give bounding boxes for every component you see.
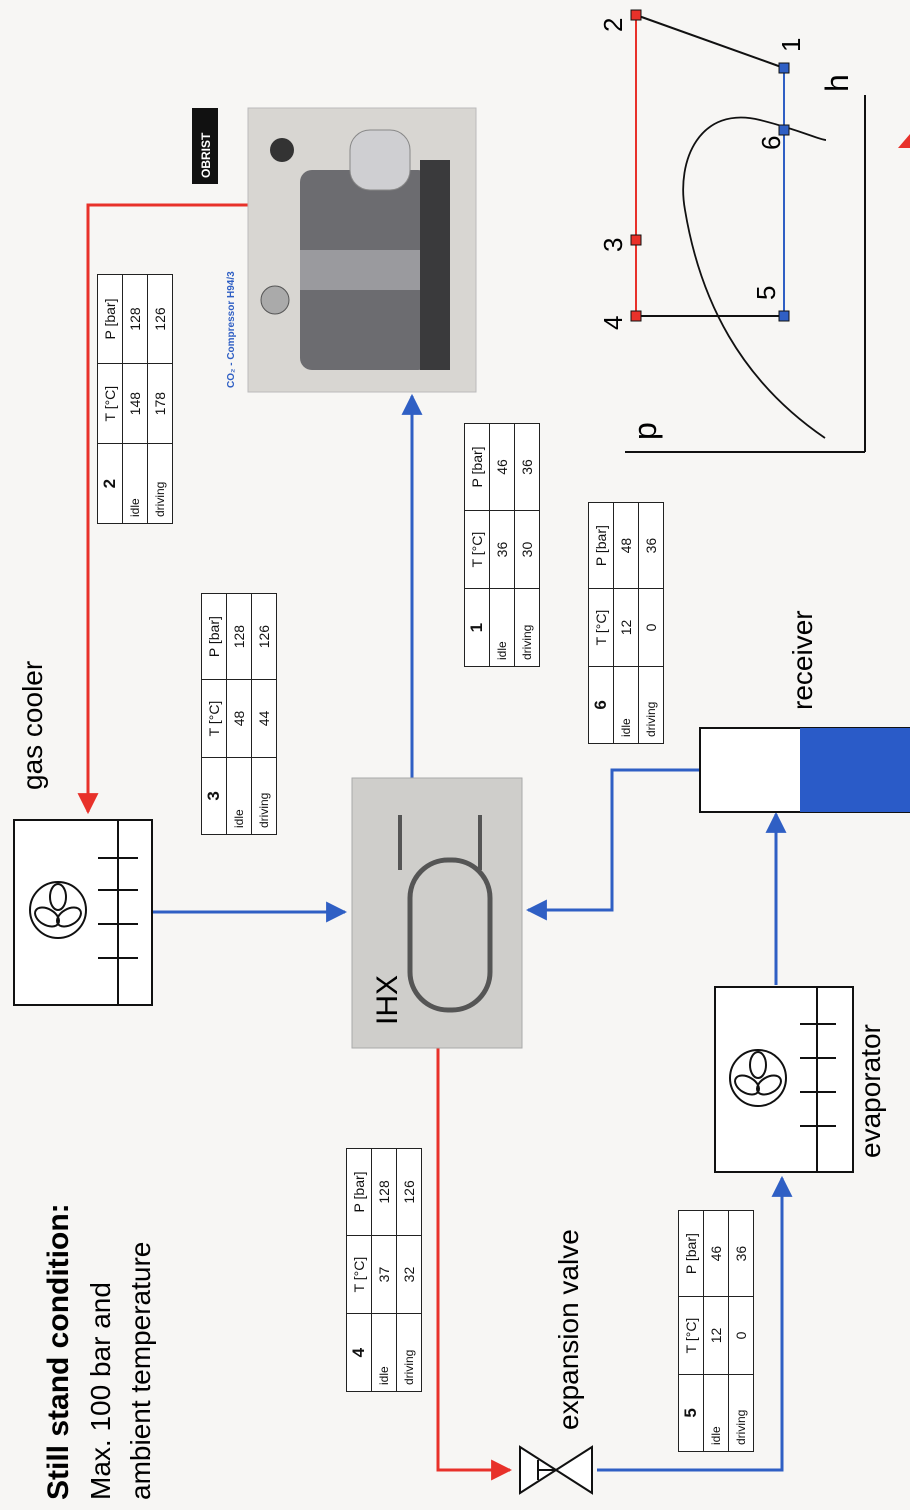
ph-point-label-6: 6 [756, 136, 786, 150]
expansion-valve-label: expansion valve [553, 1229, 584, 1430]
receiver [700, 728, 910, 812]
gas-cooler-label: gas cooler [17, 661, 48, 790]
ph-point-label-2: 2 [598, 18, 628, 32]
heading-line2: ambient temperature [125, 1242, 156, 1500]
pipe-ihx-to-expansion-valve [438, 1047, 510, 1470]
ph-point-label-5: 5 [751, 286, 781, 300]
heading-title: Still stand condition: [42, 1203, 75, 1500]
edge-arrow-icon [898, 134, 910, 148]
compressor-caption: CO₂ - Compressor H94/3 [226, 271, 237, 388]
expansion-valve-icon [520, 1447, 592, 1493]
compressor-photo [248, 108, 476, 392]
obrist-logo: OBRIST [192, 108, 218, 184]
ph-axis-h: h [819, 74, 855, 92]
ph-point-label-1: 1 [776, 38, 806, 52]
ph-point-label-3: 3 [598, 238, 628, 252]
evaporator-label: evaporator [855, 1024, 886, 1158]
receiver-label: receiver [787, 610, 818, 710]
svg-text:OBRIST: OBRIST [199, 132, 213, 178]
ihx-label: IHX [371, 975, 404, 1025]
evaporator [715, 987, 853, 1172]
gas-cooler [14, 820, 152, 1005]
heading-line1: Max. 100 bar and [85, 1282, 116, 1500]
ph-point-label-4: 4 [598, 316, 628, 330]
pipe-receiver-to-ihx [528, 770, 700, 910]
ph-axis-p: p [627, 422, 663, 440]
